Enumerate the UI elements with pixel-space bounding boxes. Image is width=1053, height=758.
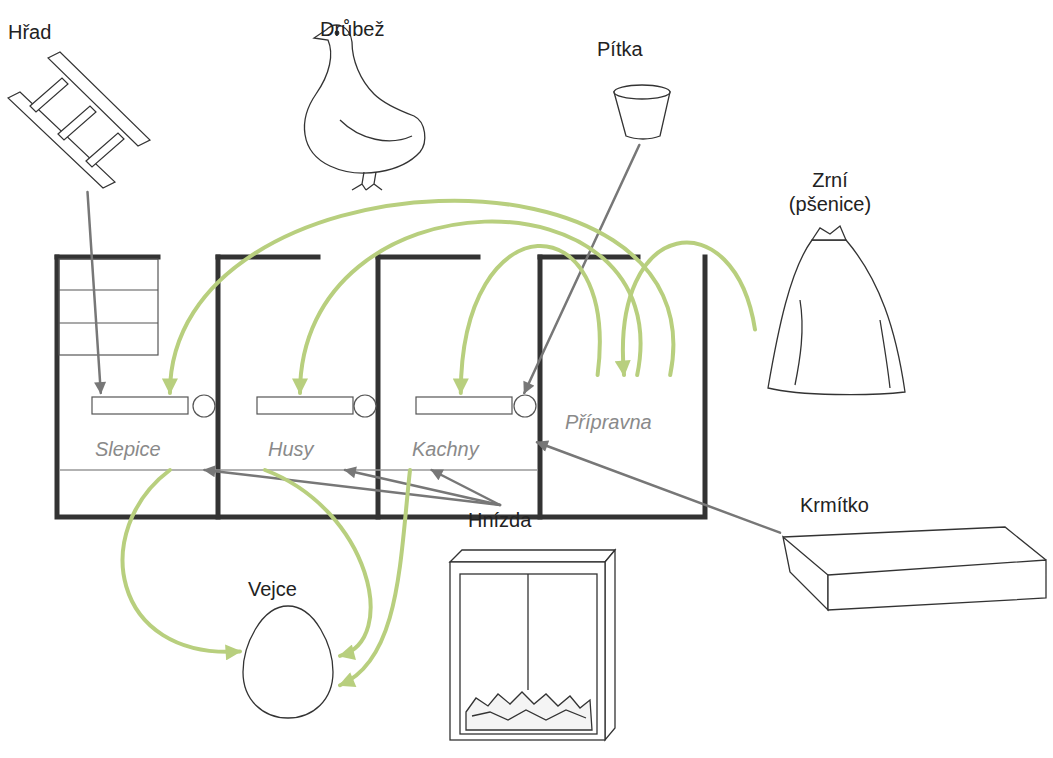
tray-front (828, 560, 1046, 610)
perch-bar (59, 289, 158, 290)
icon-label: Hnízda (445, 505, 617, 742)
pointer-arrow (345, 470, 500, 505)
flow-arrow (340, 470, 410, 685)
item-label: Vejce (248, 577, 297, 601)
ladder-rail (48, 52, 150, 146)
flow-arrow (123, 470, 240, 652)
flow-arrow (170, 201, 673, 393)
room-name: Kachny (412, 437, 479, 461)
cup-rim (614, 85, 670, 99)
outer-wall (57, 257, 705, 517)
nest-top (450, 550, 615, 562)
ladder-rung (58, 106, 96, 140)
pointer-arrow (204, 470, 500, 505)
room-name: Slepice (95, 437, 161, 461)
tray-rim (783, 527, 1046, 560)
nest-divider (527, 574, 528, 690)
room-label: Slepice (88, 393, 216, 470)
room-label: Přípravna (558, 375, 690, 440)
goose-body (304, 25, 424, 173)
nest-straw (466, 692, 592, 730)
coop-walls (57, 257, 705, 517)
pointer-arrow (537, 442, 780, 532)
item-label: Drůbež (320, 17, 384, 41)
bag-fold (795, 300, 890, 388)
goose-wing (340, 120, 412, 141)
item-label: Hřad (8, 20, 51, 44)
trough (92, 397, 188, 414)
goose-leg (352, 172, 382, 190)
perch-frame (59, 259, 158, 355)
room-name: Husy (268, 437, 314, 461)
drinker-icon (614, 85, 670, 139)
nest-front (450, 562, 605, 740)
nest-straw (472, 710, 586, 720)
flow-arrow (461, 246, 600, 393)
goose-icon (304, 25, 424, 190)
flow-arrow (265, 470, 371, 656)
perch-shelf (59, 259, 158, 355)
room-label: Husy (250, 393, 375, 470)
item-label: Pítka (597, 37, 643, 61)
bag-knot (812, 226, 846, 240)
drinker (193, 395, 215, 417)
ladder-icon (8, 52, 150, 188)
pointer-arrow (432, 470, 500, 505)
feeder-icon (783, 527, 1046, 610)
bag-body (768, 240, 905, 395)
room-label: Kachny (410, 393, 537, 470)
drinker (354, 395, 376, 417)
ladder-rung (30, 78, 68, 112)
drinker (514, 395, 536, 417)
grain-bag-icon (768, 226, 905, 395)
item-label: Krmítko (800, 493, 869, 517)
perch-bar (59, 322, 158, 323)
item-label: Zrní (pšenice) (775, 168, 885, 216)
icon-label: Hřad (5, 15, 155, 192)
icon-label: Zrní (pšenice) (755, 165, 910, 400)
icon-label: Vejce (240, 575, 340, 722)
room-name: Přípravna (565, 410, 652, 434)
icon-label: Pítka (590, 32, 675, 145)
nest-box-icon (450, 550, 615, 740)
floor-line (59, 469, 538, 471)
troughs (92, 395, 536, 417)
pointer-arrow (88, 192, 101, 393)
egg-icon (243, 606, 333, 718)
trough (416, 397, 512, 414)
icon-label: Krmítko (780, 490, 1048, 612)
nest-opening (460, 574, 597, 734)
trough (257, 397, 353, 414)
icon-label: Drůbež (285, 12, 430, 192)
nest-side (605, 550, 615, 740)
ladder-rung (86, 133, 124, 167)
item-label: Hnízda (468, 508, 531, 532)
tray-left (783, 537, 828, 610)
flow-arrow (300, 222, 641, 393)
